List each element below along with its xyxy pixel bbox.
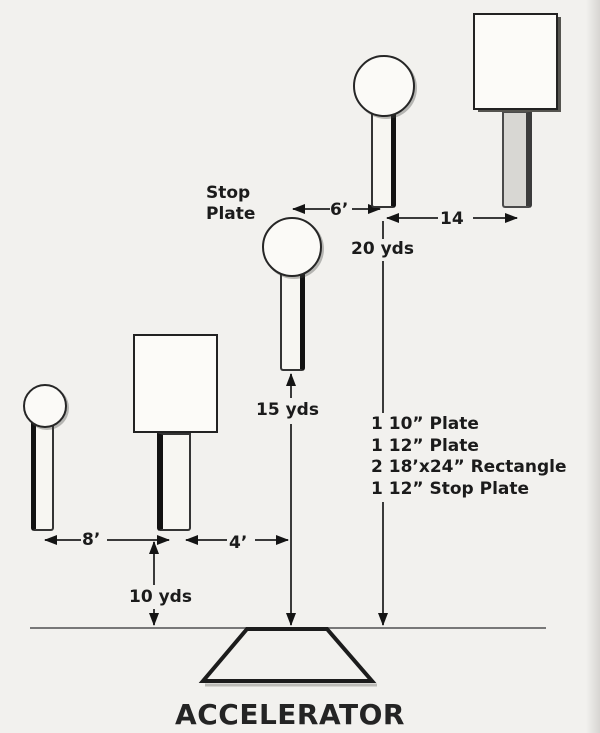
stop-plate-label: Stop Plate bbox=[206, 183, 256, 224]
equipment-list-item: 2 18’x24” Rectangle bbox=[371, 457, 567, 478]
equipment-list-item: 1 12” Stop Plate bbox=[371, 478, 530, 499]
shooting-box bbox=[198, 627, 377, 683]
distance-6ft-label: 6’ bbox=[330, 200, 349, 220]
round-plate-20yd-post bbox=[371, 110, 396, 208]
stop-plate-disc bbox=[262, 217, 322, 277]
distance-20yds-label: 20 yds bbox=[351, 239, 414, 259]
distance-15yds-label: 15 yds bbox=[256, 400, 319, 420]
distance-8ft-label: 8’ bbox=[82, 530, 101, 550]
distance-4ft-label: 4’ bbox=[229, 533, 248, 553]
rectangle-target-left-plate bbox=[133, 334, 218, 433]
rectangle-target-right-plate bbox=[473, 13, 558, 110]
distance-10yds-label: 10 yds bbox=[129, 587, 192, 607]
round-plate-20yd-disc bbox=[353, 55, 415, 117]
stop-plate-post bbox=[280, 272, 305, 371]
equipment-list: 1 10” Plate 1 12” Plate 2 18’x24” Rectan… bbox=[371, 414, 567, 500]
round-plate-left-post bbox=[31, 422, 54, 531]
rectangle-target-right-post bbox=[502, 111, 532, 208]
distance-14-label: 14 bbox=[440, 209, 464, 229]
scanned-page-edge bbox=[586, 0, 600, 733]
equipment-list-item: 1 12” Plate bbox=[371, 435, 479, 456]
equipment-list-item: 1 10” Plate bbox=[371, 414, 479, 434]
round-plate-left-disc bbox=[23, 384, 67, 428]
stage-title: ACCELERATOR bbox=[175, 698, 405, 731]
rectangle-target-left-post bbox=[157, 433, 191, 531]
